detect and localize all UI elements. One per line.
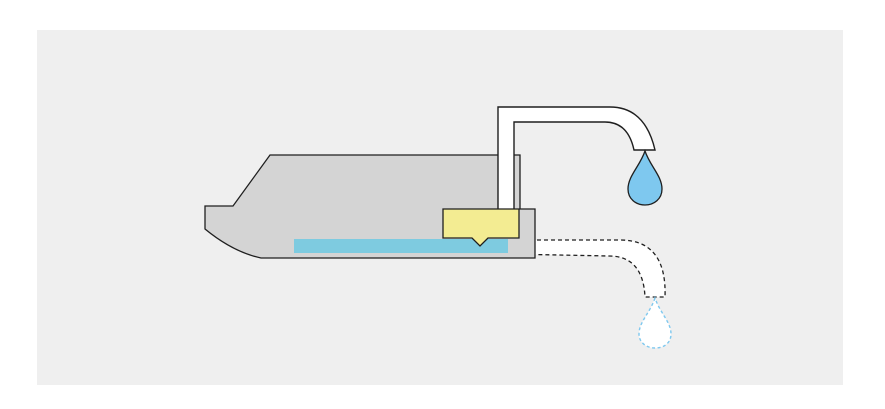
sensor-block xyxy=(442,208,520,247)
water-drop-icon xyxy=(627,148,663,206)
water-layer xyxy=(294,239,508,253)
water-drop-outline-icon xyxy=(638,295,672,349)
faucet-pipe xyxy=(497,106,656,212)
